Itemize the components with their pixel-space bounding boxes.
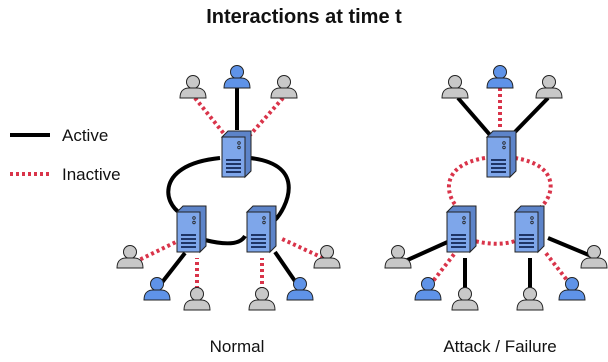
user-icon <box>414 277 442 301</box>
server-icon <box>246 205 277 253</box>
panel-caption-attack: Attack / Failure <box>443 337 556 356</box>
legend-inactive-label: Inactive <box>62 165 121 184</box>
user-icon <box>248 287 276 311</box>
user-icon <box>270 75 298 99</box>
server-icon <box>486 130 517 178</box>
user-icon <box>286 277 314 301</box>
server-icon <box>446 205 477 253</box>
legend: Active Inactive <box>10 126 121 184</box>
server-icon <box>221 130 252 178</box>
user-icon <box>451 287 479 311</box>
panel-attack: Attack / Failure <box>384 65 608 356</box>
server-icon <box>514 205 545 253</box>
attack-server-links <box>446 156 553 246</box>
user-icon <box>580 245 608 269</box>
diagram-title: Interactions at time t <box>206 6 402 28</box>
user-icon <box>516 287 544 311</box>
user-icon <box>143 277 171 301</box>
server-icon <box>176 205 207 253</box>
user-icon <box>384 245 412 269</box>
user-icon <box>183 287 211 311</box>
user-icon <box>223 65 251 89</box>
user-icon <box>179 75 207 99</box>
user-icon <box>441 75 469 99</box>
user-icon <box>535 75 563 99</box>
legend-active-label: Active <box>62 126 108 145</box>
panel-normal: Normal <box>116 65 341 356</box>
user-icon <box>558 277 586 301</box>
user-icon <box>486 65 514 89</box>
user-icon <box>116 245 144 269</box>
user-icon <box>313 245 341 269</box>
panel-caption-normal: Normal <box>210 337 265 356</box>
